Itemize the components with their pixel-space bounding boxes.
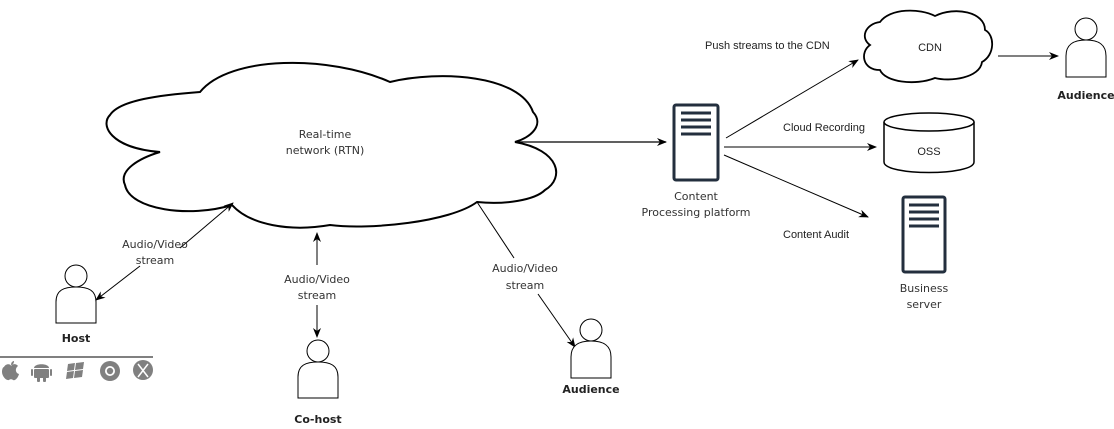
platform-to-business-arrow	[723, 154, 869, 218]
chrome-icon	[100, 361, 120, 381]
cohost-stream-label-2: stream	[298, 289, 337, 302]
rtn-label-1: Real-time	[299, 128, 352, 141]
cdn-cloud[interactable]: CDN	[863, 9, 994, 84]
audience-stream-label-1: Audio/Video	[492, 262, 558, 275]
audience-cdn-label: Audience	[1057, 89, 1114, 102]
push-cdn-label: Push streams to the CDN	[705, 40, 830, 52]
platform-label-2: Processing platform	[642, 206, 751, 219]
apple-icon	[2, 361, 19, 381]
audience-rtn-person[interactable]: Audience	[562, 318, 620, 396]
business-server[interactable]: Business server	[900, 195, 949, 311]
host-to-rtn-arrow	[179, 202, 234, 249]
platform-icons-bar	[0, 356, 153, 382]
audience-stream-label-2: stream	[506, 279, 545, 292]
host-stream-label-2: stream	[136, 254, 175, 267]
server-icon	[672, 103, 720, 182]
rtn-audience-line	[476, 201, 515, 259]
rtn-label-2: network (RTN)	[286, 144, 365, 157]
audience-cdn-person[interactable]: Audience	[1057, 17, 1114, 102]
host-person[interactable]: Host	[55, 264, 97, 345]
oss-storage[interactable]: OSS	[883, 112, 975, 174]
content-platform-server[interactable]: Content Processing platform	[642, 103, 751, 219]
server-icon	[901, 195, 947, 274]
host-label: Host	[62, 332, 91, 345]
cohost-stream-label-1: Audio/Video	[284, 273, 350, 286]
windows-icon	[66, 362, 84, 379]
platform-to-cdn-arrow	[725, 59, 859, 139]
business-label-1: Business	[900, 282, 949, 295]
cohost-label: Co-host	[294, 413, 341, 426]
oss-label: OSS	[917, 146, 940, 158]
macos-x-icon	[133, 360, 153, 380]
platform-label-1: Content	[674, 190, 718, 203]
cdn-label: CDN	[918, 42, 942, 54]
host-stream-label-1: Audio/Video	[122, 238, 188, 251]
business-label-2: server	[907, 298, 942, 311]
rtn-to-audience-arrow	[537, 293, 576, 348]
rtn-to-host-arrow	[95, 265, 141, 301]
cohost-person[interactable]: Co-host	[294, 339, 342, 426]
rtn-cloud[interactable]: Real-time network (RTN)	[105, 61, 558, 229]
android-icon	[31, 364, 52, 382]
audience-rtn-label: Audience	[562, 383, 619, 396]
cloud-recording-label: Cloud Recording	[783, 122, 865, 134]
content-audit-label: Content Audit	[783, 229, 849, 241]
